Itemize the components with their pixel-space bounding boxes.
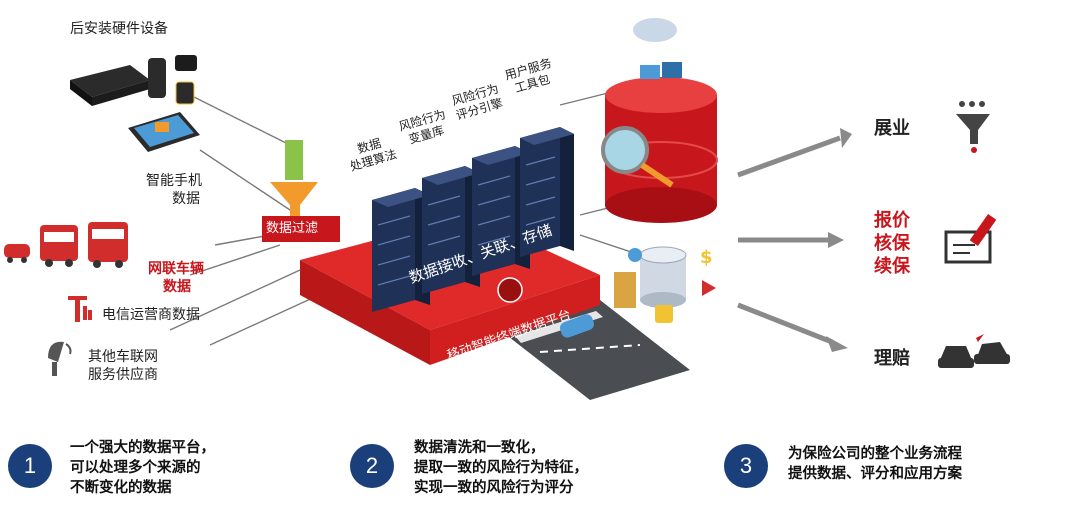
- other-provider-label-line2: 服务供应商: [88, 367, 158, 383]
- step-3-line-1: 为保险公司的整个业务流程: [788, 446, 962, 462]
- connected-vehicle-label-line1: 网联车辆: [148, 261, 204, 277]
- step-2-line-1: 数据清洗和一致化，: [414, 440, 545, 456]
- smartphone-icon: [128, 112, 200, 152]
- data-security-icon: $: [614, 246, 716, 323]
- hardware-devices-icon: [70, 55, 197, 106]
- connected-vehicle-label-line2: 数据: [163, 279, 191, 295]
- step-2-line-3: 实现一致的风险行为评分: [414, 480, 574, 496]
- outcome-arrows: [737, 128, 852, 352]
- svg-text:$: $: [700, 247, 713, 268]
- smartphone-label-line1: 智能手机: [146, 173, 202, 189]
- hardware-label: 后安装硬件设备: [70, 21, 168, 37]
- other-provider-label-line1: 其他车联网: [88, 349, 158, 365]
- server-label-4: 用户服务 工具包: [503, 55, 554, 96]
- step-1-line-1: 一个强大的数据平台，: [70, 440, 215, 456]
- cloud-icon: [633, 18, 677, 42]
- outcome-renew: 续保: [874, 256, 910, 277]
- step-1-badge: 1: [8, 444, 52, 488]
- telecom-label: 电信运营商数据: [102, 307, 200, 323]
- car-crash-icon: [938, 330, 1010, 368]
- server-label-3: 风险行为 评分引擎: [450, 81, 505, 123]
- outcome-sales: 展业: [874, 118, 910, 139]
- step-2-text: 数据清洗和一致化， 提取一致的风险行为特征， 实现一致的风险行为评分: [414, 438, 588, 498]
- step-3-badge: 3: [724, 444, 768, 488]
- outcome-claims: 理赔: [874, 348, 910, 369]
- step-3-text: 为保险公司的整个业务流程 提供数据、评分和应用方案: [788, 444, 962, 484]
- step-1-text: 一个强大的数据平台， 可以处理多个来源的 不断变化的数据: [70, 438, 215, 498]
- server-label-1: 数据 处理算法: [348, 136, 399, 174]
- step-1-line-3: 不断变化的数据: [70, 480, 172, 496]
- sales-funnel-icon: [956, 101, 990, 153]
- telecom-tower-icon: [68, 296, 92, 322]
- database-cylinder-icon: [601, 18, 718, 223]
- satellite-dish-icon: [48, 341, 72, 376]
- step-3-line-2: 提供数据、评分和应用方案: [788, 466, 962, 482]
- server-racks: [372, 127, 574, 312]
- platform-logo-icon: [497, 277, 523, 303]
- vehicles-icon: [4, 222, 128, 268]
- car-icon: [559, 314, 595, 338]
- step-2-line-2: 提取一致的风险行为特征，: [414, 460, 588, 476]
- outcome-quote: 报价: [874, 210, 910, 231]
- step-1-line-2: 可以处理多个来源的: [70, 460, 201, 476]
- connector-lines: [169, 89, 641, 346]
- filter-funnel-icon: [262, 140, 340, 242]
- step-2-badge: 2: [350, 444, 394, 488]
- magnifier-icon: [601, 126, 649, 174]
- outcome-underwrite: 核保: [874, 233, 910, 254]
- smartphone-label-line2: 数据: [172, 191, 200, 207]
- road: [500, 300, 690, 400]
- filter-label: 数据过滤: [266, 221, 319, 236]
- contract-pen-icon: [944, 214, 997, 264]
- server-label-2: 风险行为 变量库: [397, 107, 448, 147]
